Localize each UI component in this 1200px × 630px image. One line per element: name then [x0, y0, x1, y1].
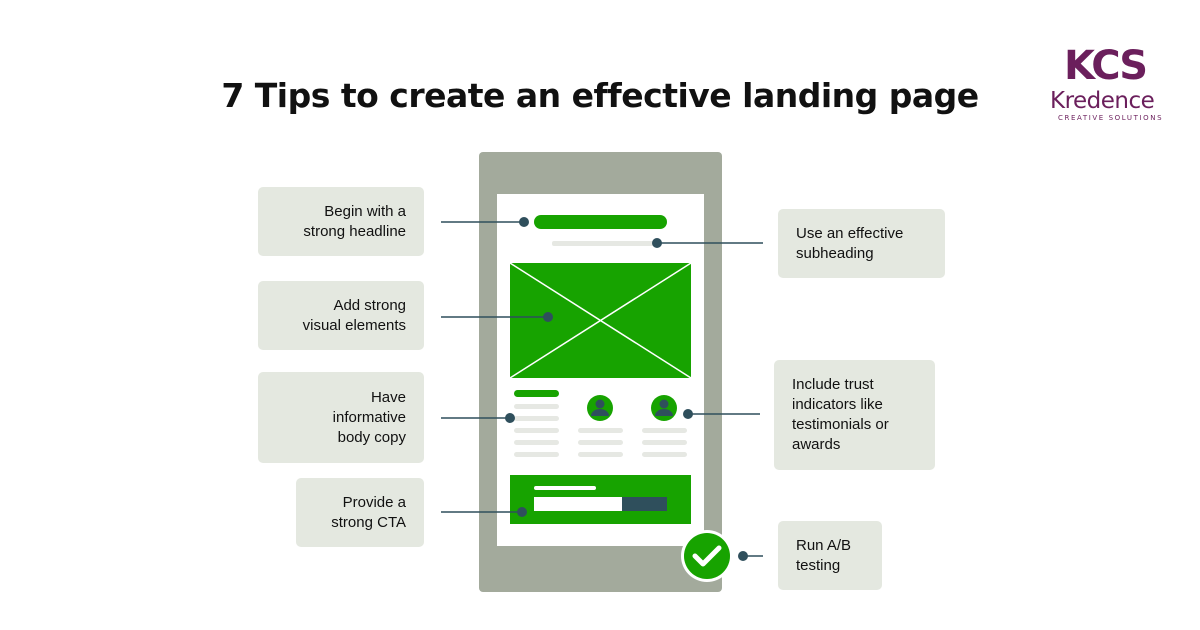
hero-image-placeholder: [509, 262, 692, 379]
tip-label-ab-testing: Run A/B testing: [796, 536, 852, 574]
tip-box-headline: Begin with a strong headline: [258, 187, 424, 256]
tip-box-ab-testing: Run A/B testing: [778, 521, 882, 590]
tip-label-body-copy: Have informative body copy: [332, 388, 406, 446]
headline-bar: [534, 215, 667, 229]
tip-label-visual: Add strong visual elements: [302, 296, 406, 334]
cta-block: [510, 475, 691, 524]
tip-label-subheading: Use an effective subheading: [796, 224, 904, 262]
testimonial-avatar-2: [651, 395, 677, 421]
tip-box-cta: Provide a strong CTA: [296, 478, 424, 547]
page-title: 7 Tips to create an effective landing pa…: [221, 76, 979, 115]
tip-box-visual: Add strong visual elements: [258, 281, 424, 350]
subheading-line: [552, 241, 657, 246]
testimonial-lines: [578, 428, 687, 457]
logo-mark: KCS: [1064, 43, 1148, 89]
brand-logo: KCS Kredence CREATIVE SOLUTIONS: [1046, 44, 1176, 124]
tip-label-headline: Begin with a strong headline: [303, 202, 406, 240]
body-copy-lines: [514, 390, 559, 457]
tip-label-cta: Provide a strong CTA: [331, 493, 406, 531]
logo-name: Kredence: [1050, 88, 1155, 114]
tip-box-body-copy: Have informative body copy: [258, 372, 424, 463]
tip-box-trust: Include trust indicators like testimonia…: [774, 360, 935, 470]
testimonial-avatar-1: [587, 395, 613, 421]
tip-label-trust: Include trust indicators like testimonia…: [792, 376, 889, 453]
tip-box-subheading: Use an effective subheading: [778, 209, 945, 278]
logo-tagline: CREATIVE SOLUTIONS: [1058, 114, 1164, 122]
check-circle-icon: [681, 530, 733, 582]
